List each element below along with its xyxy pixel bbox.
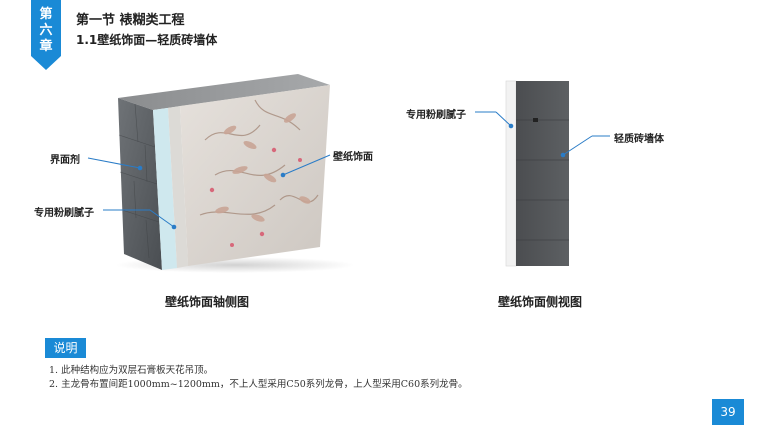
page-number: 39 [712, 399, 744, 425]
notes-heading: 说明 [45, 338, 86, 358]
caption-axonometric: 壁纸饰面轴侧图 [165, 295, 250, 309]
marker-putty-dot [171, 224, 177, 230]
axonometric-block [115, 74, 355, 273]
subsection-title: 1.1壁纸饰面—轻质砖墙体 [76, 33, 218, 47]
note-item-2: 2. 主龙骨布置间距1000mm~1200mm，不上人型采用C50系列龙骨，上人… [49, 379, 468, 390]
chapter-char-3: 章 [39, 39, 53, 54]
label-putty: 专用粉刷腻子 [34, 208, 94, 219]
label-wallpaper: 壁纸饰面 [333, 152, 373, 163]
label-sv-putty: 专用粉刷腻子 [406, 110, 466, 121]
side-view-block [505, 80, 569, 267]
label-sv-brick: 轻质砖墙体 [614, 134, 664, 145]
marker-sv-brick-dot [560, 152, 566, 158]
marker-wallpaper-dot [280, 172, 286, 178]
section-title: 第一节 裱糊类工程 [76, 13, 185, 28]
note-item-1: 1. 此种结构应为双层石膏板天花吊顶。 [49, 365, 214, 376]
chapter-badge: 第 六 章 [31, 0, 61, 70]
leader-lines [87, 111, 610, 228]
label-primer: 界面剂 [50, 155, 80, 166]
chapter-char-1: 第 [39, 7, 53, 22]
chapter-char-2: 六 [39, 23, 53, 38]
marker-primer-dot [137, 165, 143, 171]
marker-sv-putty-dot [508, 123, 514, 129]
caption-sideview: 壁纸饰面侧视图 [498, 295, 583, 309]
